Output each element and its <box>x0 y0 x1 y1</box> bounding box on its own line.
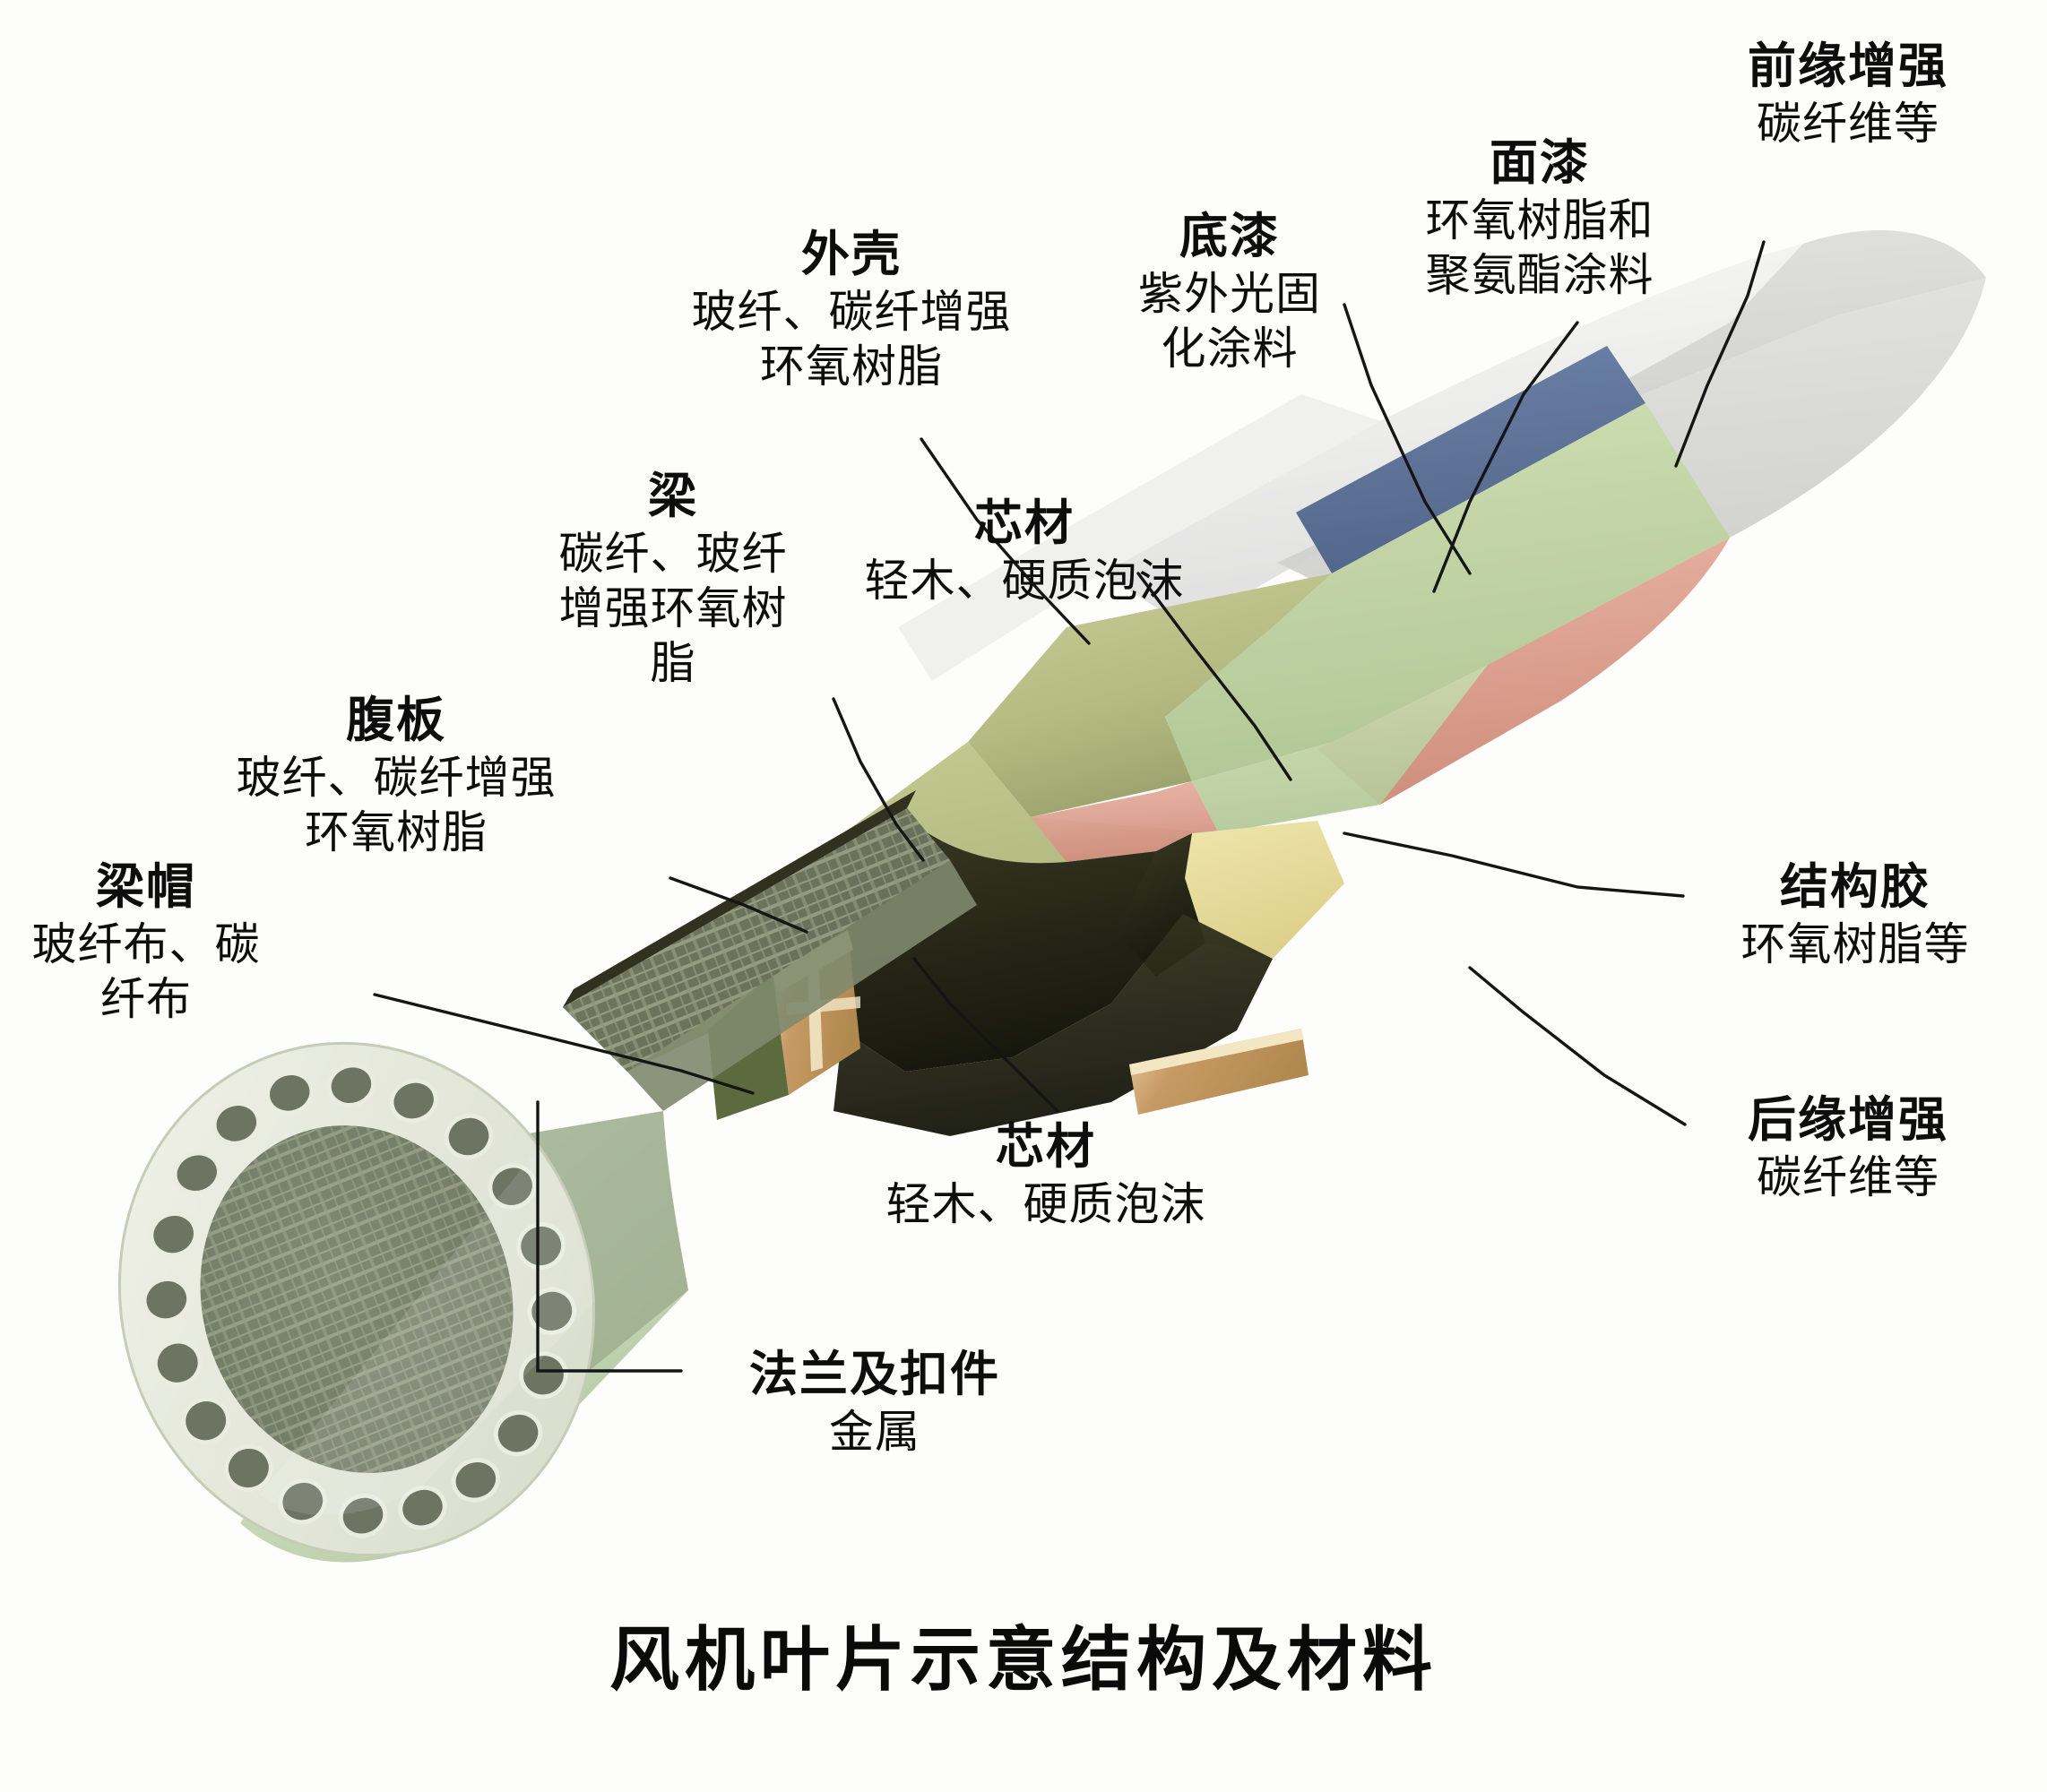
figure-caption: 风机叶片示意结构及材料 <box>609 1620 1438 1699</box>
label-line: 化涂料 <box>1161 323 1299 374</box>
label-core-upper: 芯材 轻木、硬质泡沫 <box>814 495 1235 608</box>
label-flange-and-fasteners: 法兰及扣件 金属 <box>687 1346 1063 1460</box>
label-line: 玻纤布、碳 <box>31 918 261 969</box>
label-line: 金属 <box>829 1406 920 1457</box>
label-line: 玻纤、碳纤增强 <box>691 286 1012 337</box>
label-line: 碳纤维等 <box>1757 1151 1939 1202</box>
label-shell: 外壳 玻纤、碳纤增强 环氧树脂 <box>627 226 1075 394</box>
label-spar-cap: 梁帽 玻纤布、碳 纤布 <box>16 858 276 1027</box>
label-title: 梁 <box>648 470 698 523</box>
label-leading-edge-reinforcement: 前缘增强 碳纤维等 <box>1669 38 2027 151</box>
label-title: 底漆 <box>1179 210 1280 263</box>
label-structural-adhesive: 结构胶 环氧树脂等 <box>1685 858 2025 972</box>
label-line: 环氧树脂和 <box>1425 194 1654 246</box>
label-title: 芯材 <box>974 496 1075 550</box>
label-line: 环氧树脂等 <box>1740 918 1970 969</box>
label-line: 聚氨酯涂料 <box>1425 249 1654 300</box>
label-title: 梁帽 <box>96 860 196 914</box>
label-line: 轻木、硬质泡沫 <box>885 1178 1206 1229</box>
label-title: 面漆 <box>1490 136 1590 190</box>
label-line: 玻纤、碳纤增强 <box>236 752 557 803</box>
label-title: 后缘增强 <box>1748 1093 1948 1147</box>
label-topcoat: 面漆 环氧树脂和 聚氨酯涂料 <box>1369 134 1710 303</box>
label-line: 轻木、硬质泡沫 <box>864 555 1185 606</box>
label-line: 碳纤维等 <box>1757 98 1939 149</box>
label-title: 前缘增强 <box>1748 39 1948 93</box>
shear-web-panel-right <box>1129 1029 1309 1115</box>
shear-web-edge-right <box>1129 1029 1304 1075</box>
label-line: 脂 <box>650 637 696 688</box>
label-line: 碳纤、玻纤 <box>558 528 788 579</box>
label-title: 芯材 <box>996 1120 1096 1174</box>
label-web: 腹板 玻纤、碳纤增强 环氧树脂 <box>163 692 629 860</box>
interior-adhesive <box>1031 781 1219 862</box>
label-title: 腹板 <box>346 694 446 747</box>
label-line: 环氧树脂 <box>305 806 488 857</box>
label-trailing-edge-reinforcement: 后缘增强 碳纤维等 <box>1669 1091 2027 1205</box>
core-layer-edge <box>1192 665 1488 833</box>
label-primer: 底漆 紫外光固 化涂料 <box>1104 208 1355 376</box>
label-line: 增强环氧树 <box>558 582 788 633</box>
label-title: 结构胶 <box>1780 860 1930 914</box>
label-line: 环氧树脂 <box>760 340 943 392</box>
shear-web-cream <box>1185 821 1344 959</box>
label-line: 紫外光固 <box>1138 268 1321 319</box>
label-title: 外壳 <box>801 228 902 281</box>
label-core-lower: 芯材 轻木、硬质泡沫 <box>835 1118 1257 1232</box>
label-spar: 梁 碳纤、玻纤 增强环氧树 脂 <box>498 468 848 691</box>
label-title: 法兰及扣件 <box>749 1348 1000 1401</box>
label-line: 纤布 <box>100 973 192 1024</box>
root-highlight <box>260 1149 595 1516</box>
